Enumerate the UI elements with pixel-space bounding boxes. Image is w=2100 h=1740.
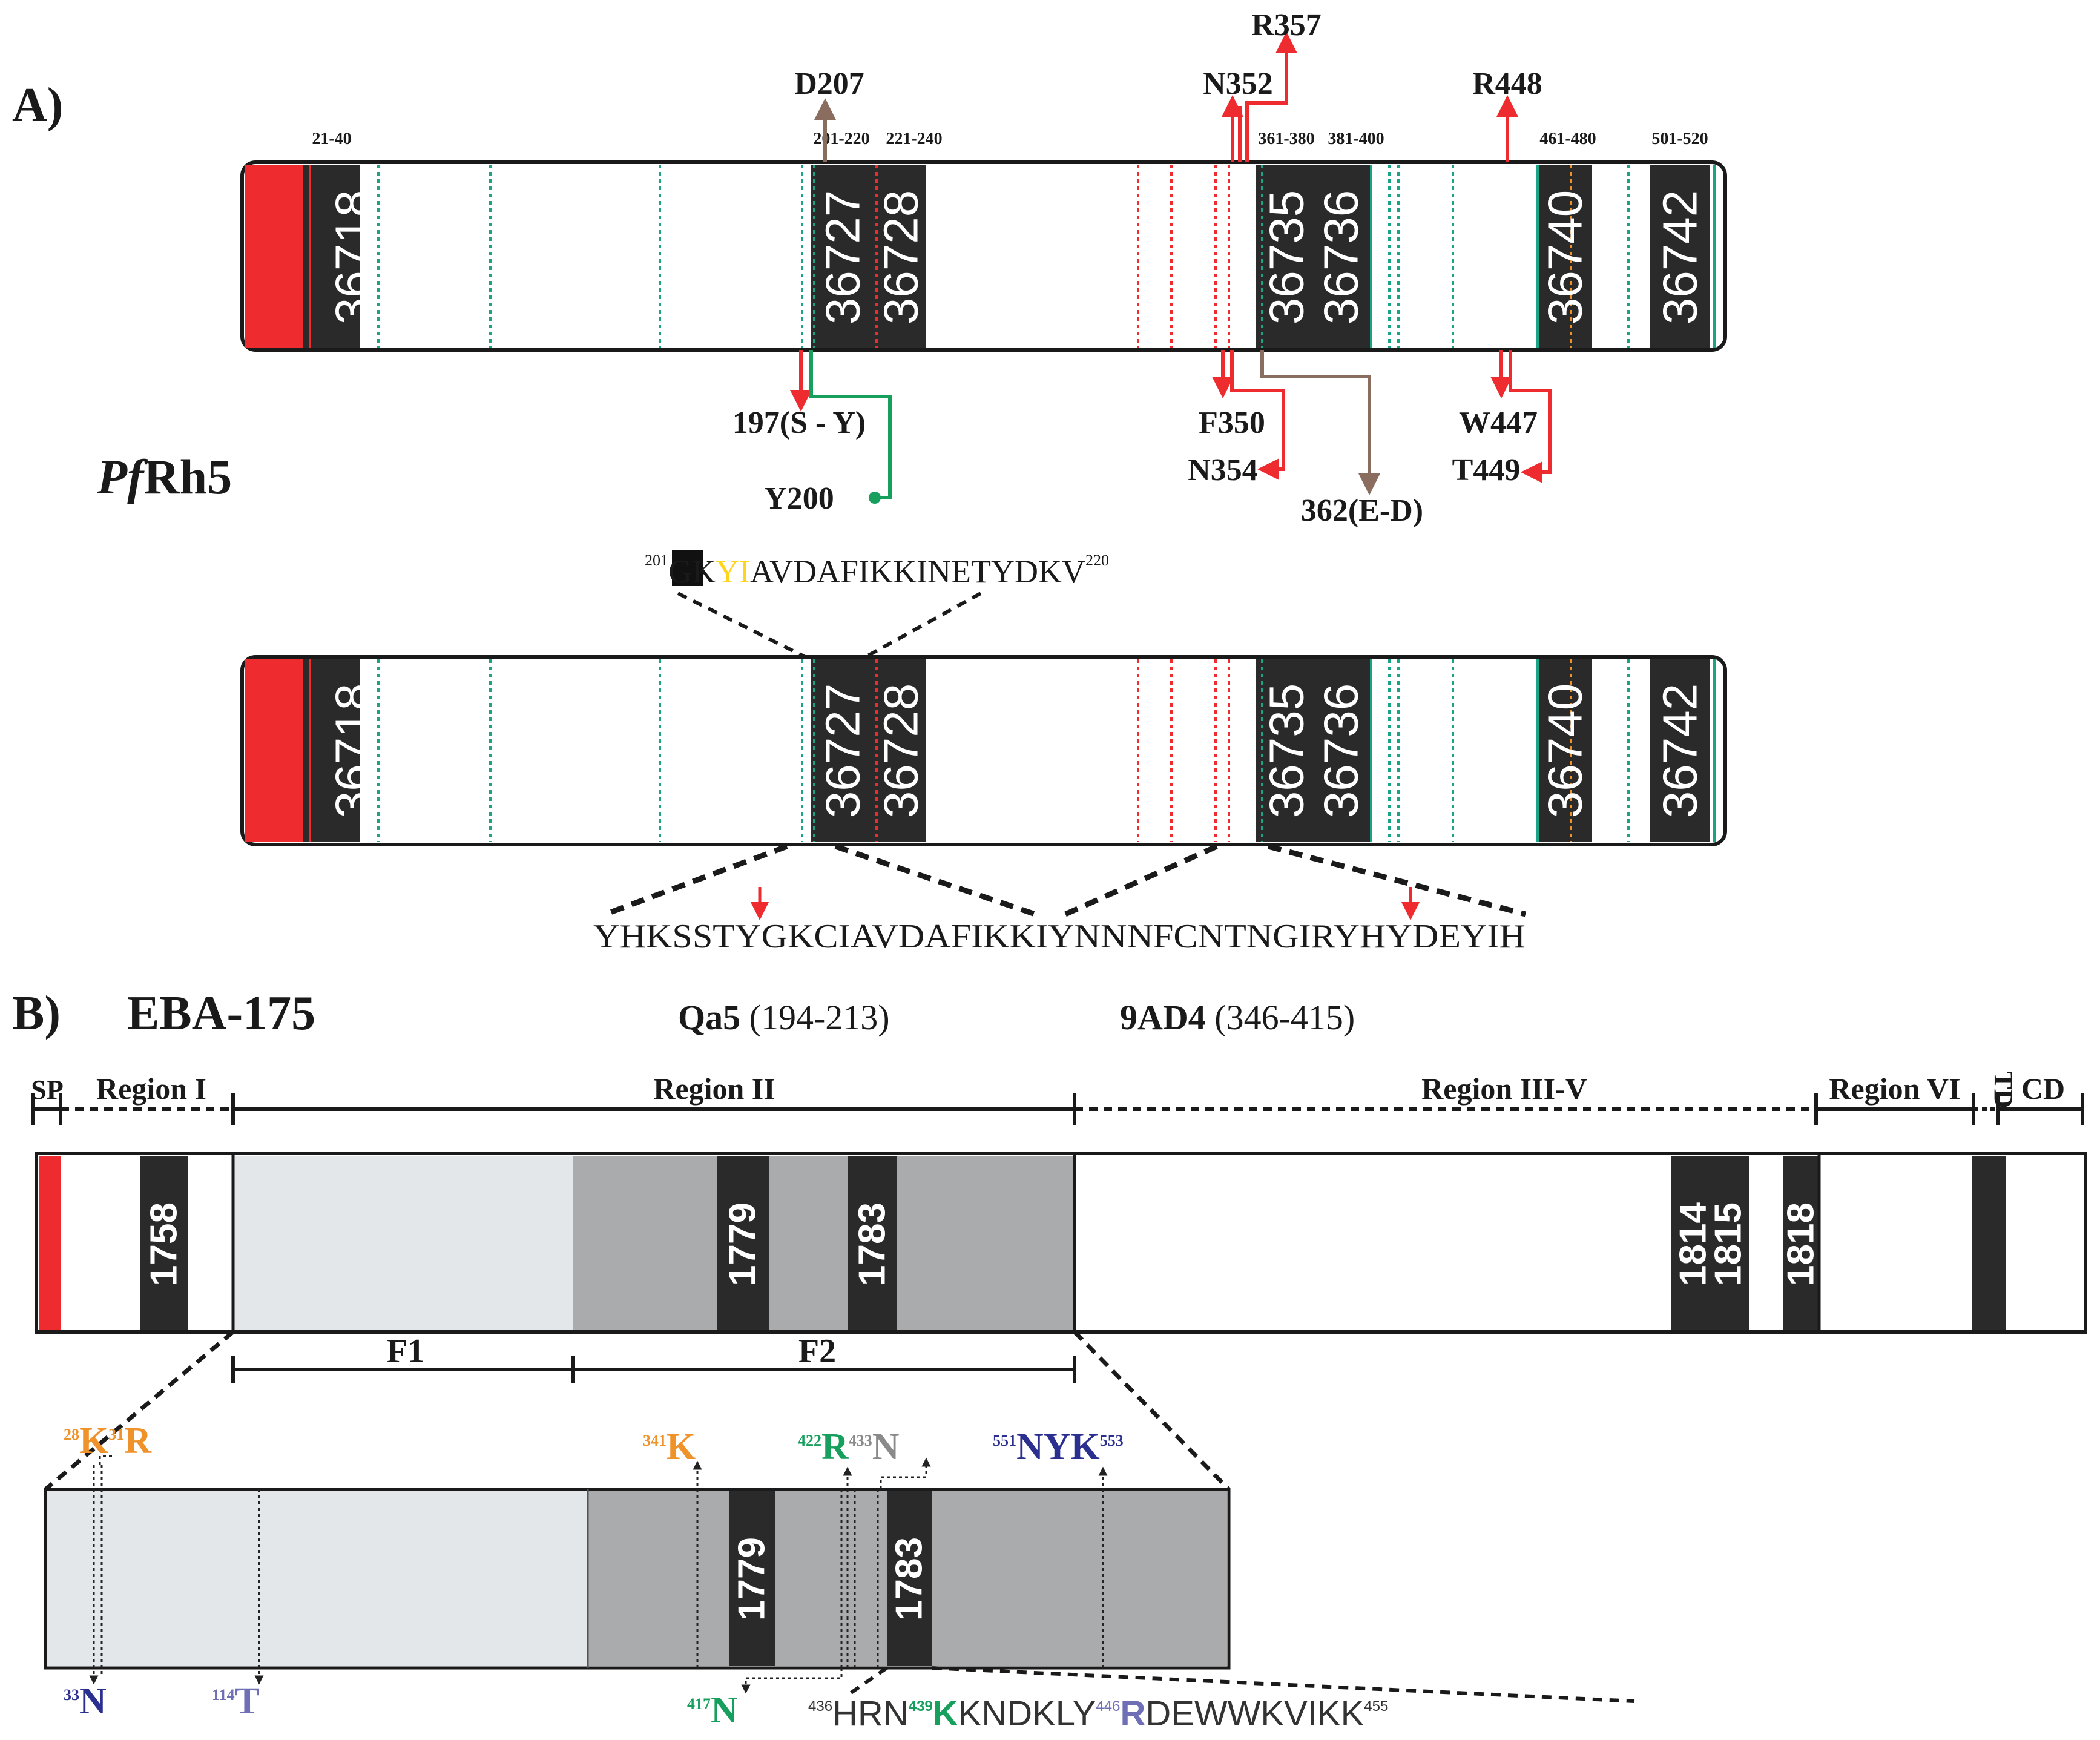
seq-highlight-box [672, 550, 703, 586]
residue-422r-433n: 422R433N [798, 1426, 900, 1468]
seq-436-455: 436HRN439KKNDKLY446RDEWWKVIKK455 [808, 1694, 1388, 1733]
eba-num-1779: 1779 [722, 1202, 764, 1286]
mutation-n352: N352 [1203, 67, 1273, 101]
bar-num-36742-top: 36742 [1653, 190, 1707, 325]
antibody-qa5: Qa5 (194-213) [678, 998, 890, 1037]
bar-num-36742-bottom: 36742 [1653, 684, 1707, 818]
antibody-9ad4: 9AD4 (346-415) [1120, 998, 1355, 1037]
mutation-y200: Y200 [764, 481, 834, 516]
range-21-40: 21-40 [312, 130, 351, 148]
region-ii: Region II [653, 1072, 775, 1106]
eba-num-1758: 1758 [143, 1202, 185, 1286]
panel-b-label: B) [12, 987, 61, 1040]
eba-num-1814: 1814 [1673, 1202, 1714, 1286]
bar-num-36740-bottom: 36740 [1538, 684, 1592, 818]
pfrh5-rest: Rh5 [143, 449, 232, 504]
mutation-362-e-d: 362(E-D) [1301, 493, 1423, 528]
region-vi: Region VI [1829, 1072, 1960, 1106]
pfrh5-italic: Pf [96, 449, 148, 504]
region-iii-v: Region III-V [1421, 1072, 1587, 1106]
detail-num-1783: 1783 [889, 1537, 930, 1621]
pfrh5-bar-top: 36718 36727 36728 36735 36736 36740 3674… [240, 160, 1727, 352]
residue-33n: 33N [64, 1681, 107, 1722]
pfrh5-bar-bottom: 36718 36727 36728 36735 36736 36740 3674… [240, 655, 1727, 846]
mutation-r357: R357 [1251, 8, 1322, 42]
residue-28k-31r: 28K31R [64, 1420, 152, 1462]
signal-peptide-bottom [245, 659, 303, 842]
fragment-f2: F2 [798, 1333, 836, 1370]
bar-num-36727-bottom: 36727 [816, 684, 870, 818]
range-501-520: 501-520 [1651, 130, 1708, 148]
mutation-197-s-y: 197(S - Y) [732, 406, 866, 440]
eba-num-1783: 1783 [852, 1202, 894, 1286]
range-221-240: 221-240 [886, 130, 942, 148]
mutation-r448: R448 [1472, 67, 1542, 101]
eba-num-1815: 1815 [1708, 1202, 1749, 1286]
residue-114t: 114T [212, 1681, 260, 1722]
bar-num-36735-top: 36735 [1260, 190, 1314, 325]
region2-detail-bar: 1779 1783 [44, 1488, 1231, 1670]
residue-551-553-nyk: 551NYK553 [993, 1426, 1124, 1468]
panel-a-label: A) [12, 79, 63, 132]
residue-341k: 341K [643, 1426, 696, 1468]
range-461-480: 461-480 [1539, 130, 1596, 148]
bar-num-36736-bottom: 36736 [1314, 684, 1368, 818]
mutation-w447: W447 [1459, 406, 1538, 440]
mutation-t449: T449 [1452, 453, 1521, 487]
region-cd: CD [2021, 1072, 2065, 1106]
mutation-d207: D207 [794, 67, 864, 101]
region-i: Region I [96, 1072, 206, 1106]
seq-201-220: 201GKYIAVDAFIKKINETYDKV220 [645, 552, 1109, 590]
detail-num-1779: 1779 [731, 1537, 773, 1621]
mutation-n354: N354 [1188, 453, 1258, 487]
eba-num-1818: 1818 [1780, 1202, 1822, 1286]
region-td: TD [1989, 1071, 2018, 1108]
bar-num-36735-bottom: 36735 [1260, 684, 1314, 818]
bar-num-36728-top: 36728 [874, 190, 928, 325]
region-sp: SP [31, 1074, 64, 1105]
eba175-label: EBA-175 [127, 987, 315, 1040]
bar-num-36718-top: 36718 [326, 190, 380, 325]
bar-num-36727-top: 36727 [816, 190, 870, 325]
range-361-380: 361-380 [1258, 130, 1314, 148]
eba175-bar: 1758 1779 1783 1814 1815 1818 [35, 1152, 2087, 1334]
residue-417n: 417N [687, 1690, 738, 1731]
epitope-sequence: YHKSSTYGKCIAVDAFIKKIYNNNFCNTNGIRYHYDEYIH [593, 918, 1526, 955]
pfrh5-label: PfRh5 [96, 449, 232, 504]
bar-num-36736-top: 36736 [1314, 190, 1368, 325]
eba-signal-peptide [39, 1156, 61, 1330]
fragment-f1: F1 [387, 1333, 424, 1370]
bar-num-36728-bottom: 36728 [874, 684, 928, 818]
bar-num-36740-top: 36740 [1538, 190, 1592, 325]
mutation-f350: F350 [1199, 406, 1265, 440]
range-381-400: 381-400 [1328, 130, 1384, 148]
bar-num-36718-bottom: 36718 [326, 684, 380, 818]
signal-peptide-top [245, 165, 303, 348]
range-201-220: 201-220 [813, 130, 869, 148]
